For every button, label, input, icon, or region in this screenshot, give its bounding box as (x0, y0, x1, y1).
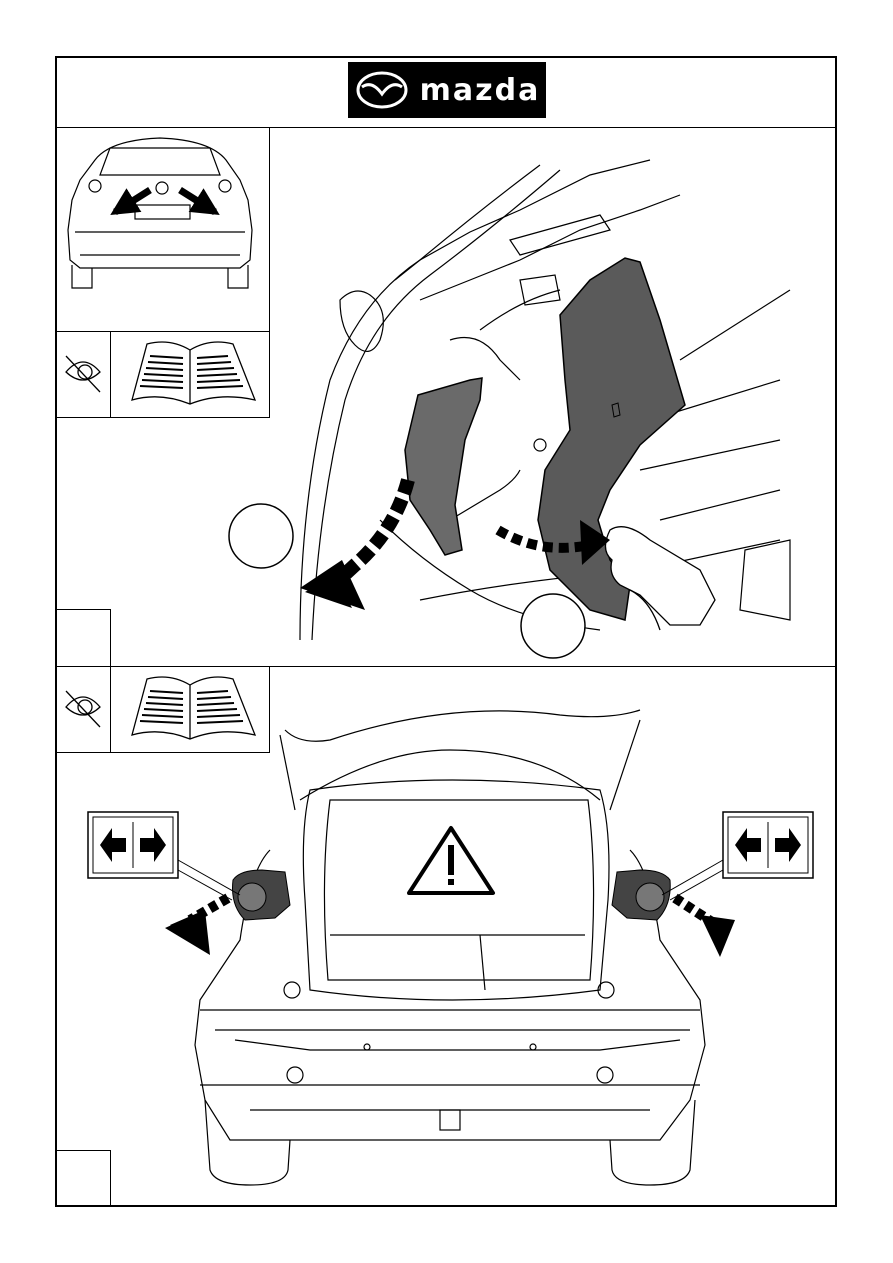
callout-circle-b (521, 594, 585, 658)
thumbnail-car-rear (68, 138, 252, 288)
left-right-arrows-icon (662, 812, 813, 900)
trunk-interior-illustration (300, 160, 790, 640)
callout-circle-a (229, 504, 293, 568)
left-right-arrows-icon (88, 812, 240, 900)
left-rear-lamp (233, 870, 291, 920)
car-rear-open-tailgate (195, 710, 705, 1185)
eye-icon (66, 356, 100, 727)
right-rear-lamp (612, 870, 670, 920)
side-trim-panel (405, 378, 482, 555)
warning-triangle-icon (409, 828, 493, 893)
